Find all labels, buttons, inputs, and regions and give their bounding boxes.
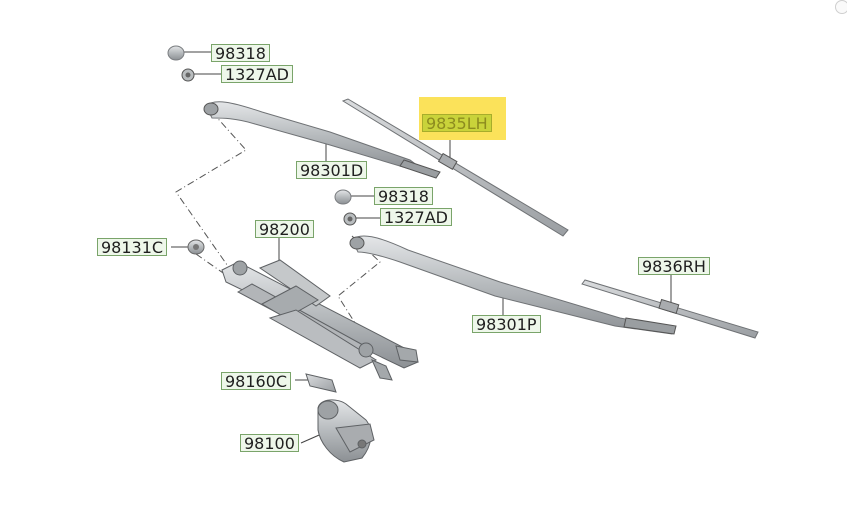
callout-98200[interactable]: 98200	[255, 220, 314, 239]
callout-98318-top[interactable]: 98318	[211, 44, 270, 63]
wiper-blade-9835LH	[341, 98, 569, 237]
callout-98301P[interactable]: 98301P	[472, 315, 541, 334]
bracket-98160C	[305, 373, 337, 393]
wiper-blade-9836RH	[581, 279, 759, 339]
callout-98131C[interactable]: 98131C	[97, 238, 168, 257]
nut-1327AD-mid	[343, 212, 357, 226]
corner-handle	[835, 0, 847, 14]
callout-1327AD-mid[interactable]: 1327AD	[380, 208, 452, 227]
callout-1327AD-top[interactable]: 1327AD	[221, 65, 293, 84]
callout-98160C[interactable]: 98160C	[221, 372, 292, 391]
wiper-arm-98301P	[349, 235, 677, 335]
callout-98100[interactable]: 98100	[240, 434, 299, 453]
nut-1327AD-top	[181, 68, 195, 82]
callout-9835LH[interactable]: 9835LH	[422, 114, 492, 133]
grommet-98131C	[187, 239, 205, 255]
cap-nut-98318-top	[167, 45, 185, 61]
linkage-98200	[221, 259, 419, 381]
callout-9836RH[interactable]: 9836RH	[638, 257, 710, 276]
motor-98100	[317, 399, 375, 463]
cap-nut-98318-mid	[334, 189, 352, 205]
callout-98301D[interactable]: 98301D	[296, 161, 368, 180]
callout-98318-mid[interactable]: 98318	[374, 187, 433, 206]
wiper-arm-98301D	[203, 101, 441, 179]
